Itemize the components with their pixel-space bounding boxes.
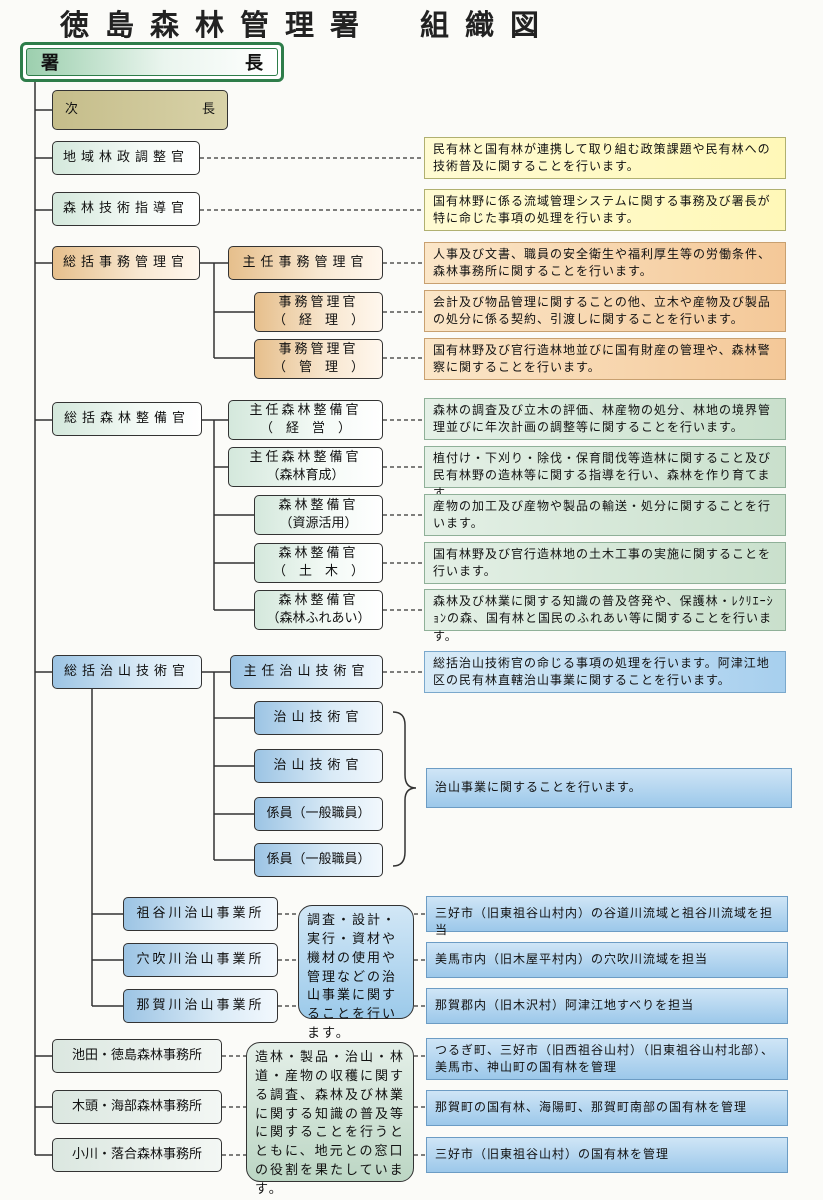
box-chiiki: 地域林政調整官 <box>52 141 200 175</box>
desc-jimu-keiri: 会計及び物品管理に関することの他、立木や産物及び製品の処分に係る契約、引渡しに関… <box>424 290 786 332</box>
box-seibi-doboku-title: 森林整備官 <box>278 546 359 562</box>
page-title: 徳島森林管理署 組織図 <box>60 8 556 42</box>
desc-shunin-chisan: 総括治山技術官の命じる事項の処理を行います。阿津江地区の民有林直轄治山事業に関す… <box>424 651 786 693</box>
desc-kito: 那賀町の国有林、海陽町、那賀町南部の国有林を管理 <box>426 1090 788 1126</box>
box-somu: 総括事務管理官 <box>52 246 200 280</box>
box-seibi-fureai: 森林整備官 （森林ふれあい） <box>254 590 383 630</box>
box-kito: 木頭・海部森林事務所 <box>52 1090 222 1124</box>
box-seibi-shigen-sub: （資源活用） <box>279 516 358 531</box>
vice-head-box: 次 長 <box>52 90 228 130</box>
desc-naka: 那賀郡内（旧木沢村）阿津江地すべりを担当 <box>426 988 788 1024</box>
forest-office-description: 造林・製品・治山・林道・産物の収穫に関する調査、森林及び林業に関する知識の普及等… <box>246 1042 414 1197</box>
box-jimu-kanri-title: 事務管理官 <box>278 342 359 358</box>
desc-ogawa: 三好市（旧東祖谷山村）の国有林を管理 <box>426 1137 788 1173</box>
box-gijutsu: 森林技術指導官 <box>52 192 200 226</box>
box-jimu-keiri-sub: （ 経 理 ） <box>272 313 364 328</box>
box-seibi-doboku: 森林整備官 （ 土 木 ） <box>254 543 383 583</box>
box-shunin-ikusei-sub: （森林育成） <box>266 468 345 483</box>
desc-shunin-keiei: 森林の調査及び立木の評価、林産物の処分、林地の境界管理並びに年次計画の調整等に関… <box>424 398 786 440</box>
desc-gijutsu: 国有林野に係る流域管理システムに関する事務及び署長が特に命じた事項の処理を行いま… <box>424 189 786 231</box>
box-kakari-1: 係員（一般職員） <box>254 797 383 831</box>
box-ikeda: 池田・徳島森林事務所 <box>52 1039 222 1073</box>
chisan-office-description: 調査・設計・実行・資材や機材の使用や管理などの治山事業に関することを行います。 <box>298 905 414 1041</box>
vice-label-left: 次 <box>65 102 79 118</box>
desc-shunin-ikusei: 植付け・下刈り・除伐・保育間伐等造林に関すること及び民有林野の造林等に関する指導… <box>424 446 786 500</box>
box-seibi-fureai-title: 森林整備官 <box>278 593 359 609</box>
desc-ikeda: つるぎ町、三好市（旧西祖谷山村）（旧東祖谷山村北部）、美馬市、神山町の国有林を管… <box>426 1038 788 1080</box>
box-shunin-keiei: 主任森林整備官 （ 経 営 ） <box>228 400 383 440</box>
desc-jimu-kanri: 国有林野及び官行造林地並びに国有財産の管理や、森林警察に関することを行います。 <box>424 338 786 380</box>
box-iya: 祖谷川治山事業所 <box>123 897 278 931</box>
desc-seibi-fureai: 森林及び林業に関する知識の普及啓発や、保護林・ﾚｸﾘｴｰｼｮﾝの森、国有林と国民… <box>424 589 786 643</box>
head-label-left: 署 <box>41 53 59 74</box>
desc-iya: 三好市（旧東祖谷山村内）の谷道川流域と祖谷川流域を担当 <box>426 896 788 937</box>
desc-shunin-jimu: 人事及び文書、職員の安全衛生や福利厚生等の労働条件、森林事務所に関することを行い… <box>424 242 786 284</box>
box-shunin-keiei-title: 主任森林整備官 <box>249 403 362 419</box>
box-seibi-shigen-title: 森林整備官 <box>278 498 359 514</box>
box-shunin-chisan: 主任治山技術官 <box>230 655 383 689</box>
box-shunin-keiei-sub: （ 経 営 ） <box>259 421 351 436</box>
head-box: 署 長 <box>20 42 284 82</box>
box-seibi-fureai-sub: （森林ふれあい） <box>266 611 371 626</box>
box-shinrin: 総括森林整備官 <box>52 402 202 436</box>
box-chisan: 総括治山技術官 <box>52 655 202 689</box>
desc-anabuki: 美馬市内（旧木屋平村内）の穴吹川流域を担当 <box>426 942 788 978</box>
box-shunin-jimu: 主任事務管理官 <box>228 246 383 280</box>
head-label-right: 長 <box>245 53 263 74</box>
box-anabuki: 穴吹川治山事業所 <box>123 943 278 977</box>
desc-chisan-group: 治山事業に関することを行います。 <box>426 768 792 808</box>
desc-seibi-shigen: 産物の加工及び産物や製品の輸送・処分に関することを行います。 <box>424 494 786 536</box>
desc-chiiki: 民有林と国有林が連携して取り組む政策課題や民有林への技術普及に関することを行いま… <box>424 137 786 179</box>
box-seibi-shigen: 森林整備官 （資源活用） <box>254 495 383 535</box>
box-jimu-keiri: 事務管理官 （ 経 理 ） <box>254 292 383 332</box>
box-naka: 那賀川治山事業所 <box>123 989 278 1023</box>
box-ogawa: 小川・落合森林事務所 <box>52 1138 222 1172</box>
box-shunin-ikusei-title: 主任森林整備官 <box>249 450 362 466</box>
desc-seibi-doboku: 国有林野及び官行造林地の土木工事の実施に関することを行います。 <box>424 542 786 584</box>
box-chisan-gikan-2: 治山技術官 <box>254 749 383 783</box>
box-jimu-kanri: 事務管理官 （ 管 理 ） <box>254 339 383 379</box>
box-seibi-doboku-sub: （ 土 木 ） <box>272 564 364 579</box>
box-jimu-keiri-title: 事務管理官 <box>278 295 359 311</box>
box-jimu-kanri-sub: （ 管 理 ） <box>272 360 364 375</box>
vice-label-right: 長 <box>201 102 215 118</box>
box-kakari-2: 係員（一般職員） <box>254 843 383 877</box>
box-chisan-gikan-1: 治山技術官 <box>254 701 383 735</box>
box-shunin-ikusei: 主任森林整備官 （森林育成） <box>228 447 383 487</box>
